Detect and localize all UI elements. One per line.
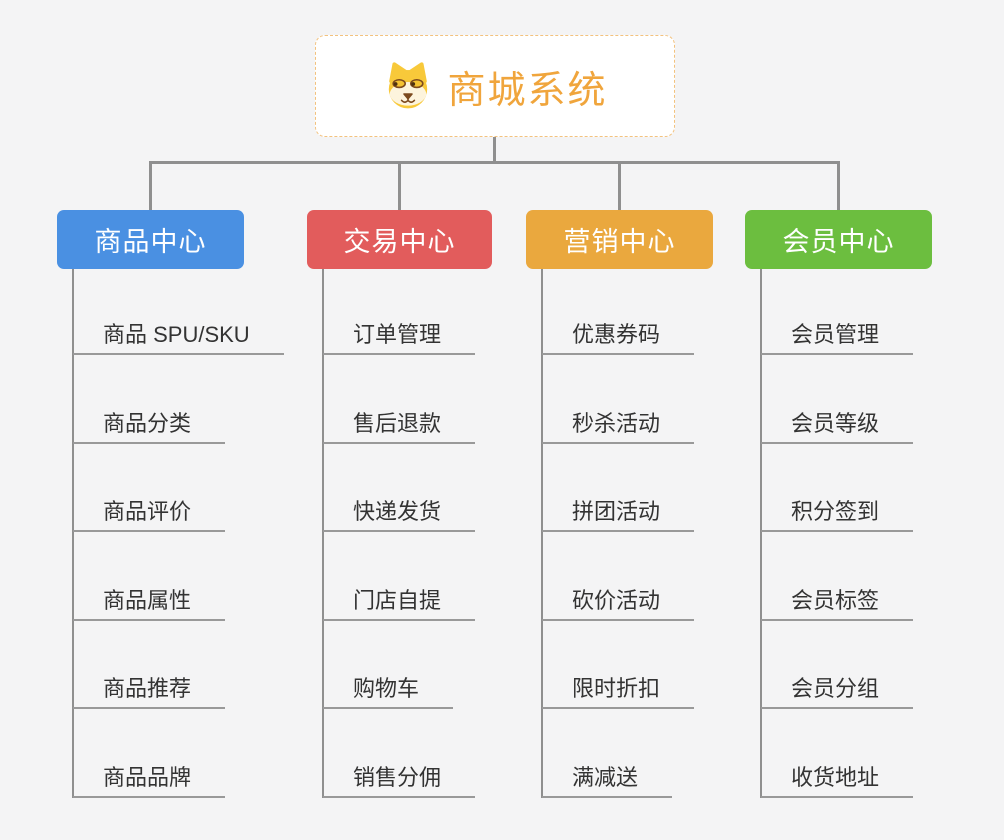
leaf-node[interactable]: 销售分佣 (323, 760, 476, 798)
connector-drop-products (149, 161, 152, 210)
connector-drop-trade (398, 161, 401, 210)
leaf-node[interactable]: 商品分类 (73, 406, 226, 444)
leaf-node[interactable]: 商品评价 (73, 494, 226, 532)
leaf-node[interactable]: 快递发货 (323, 494, 476, 532)
branch-trunk-line (760, 269, 762, 798)
branch-trunk-line (541, 269, 543, 798)
leaf-node[interactable]: 积分签到 (761, 494, 914, 532)
leaf-node[interactable]: 商品 SPU/SKU (73, 317, 284, 355)
doge-face-icon (389, 62, 428, 109)
node-products[interactable]: 商品中心 (57, 210, 244, 269)
leaf-node[interactable]: 购物车 (323, 671, 454, 709)
leaf-node[interactable]: 秒杀活动 (542, 406, 695, 444)
node-marketing[interactable]: 营销中心 (526, 210, 713, 269)
branch-members: 会员中心 会员管理 会员等级 积分签到 会员标签 会员分组 收货地址 (745, 210, 1001, 810)
branch-marketing: 营销中心 优惠券码 秒杀活动 拼团活动 砍价活动 限时折扣 满减送 (526, 210, 782, 810)
leaf-node[interactable]: 订单管理 (323, 317, 476, 355)
leaf-node[interactable]: 商品推荐 (73, 671, 226, 709)
connector-bus (149, 161, 840, 164)
leaf-node[interactable]: 会员分组 (761, 671, 914, 709)
leaf-node[interactable]: 拼团活动 (542, 494, 695, 532)
connector-drop-marketing (618, 161, 621, 210)
leaf-node[interactable]: 收货地址 (761, 760, 914, 798)
leaf-node[interactable]: 会员标签 (761, 583, 914, 621)
leaf-node[interactable]: 满减送 (542, 760, 673, 798)
leaf-node[interactable]: 优惠券码 (542, 317, 695, 355)
branch-trade: 交易中心 订单管理 售后退款 快递发货 门店自提 购物车 销售分佣 (307, 210, 563, 810)
leaf-node[interactable]: 商品属性 (73, 583, 226, 621)
connector-drop-members (837, 161, 840, 210)
root-node[interactable]: 商城系统 (315, 35, 675, 137)
leaf-node[interactable]: 会员等级 (761, 406, 914, 444)
leaf-node[interactable]: 售后退款 (323, 406, 476, 444)
root-title: 商城系统 (447, 69, 608, 112)
branch-trunk-line (322, 269, 324, 798)
connector-root-stub (493, 137, 496, 164)
node-trade[interactable]: 交易中心 (307, 210, 492, 269)
branch-products: 商品中心 商品 SPU/SKU 商品分类 商品评价 商品属性 商品推荐 商品品牌 (57, 210, 313, 810)
leaf-node[interactable]: 会员管理 (761, 317, 914, 355)
leaf-node[interactable]: 限时折扣 (542, 671, 695, 709)
leaf-node[interactable]: 砍价活动 (542, 583, 695, 621)
branch-trunk-line (72, 269, 74, 798)
leaf-node[interactable]: 商品品牌 (73, 760, 226, 798)
leaf-node[interactable]: 门店自提 (323, 583, 476, 621)
node-members[interactable]: 会员中心 (745, 210, 932, 269)
